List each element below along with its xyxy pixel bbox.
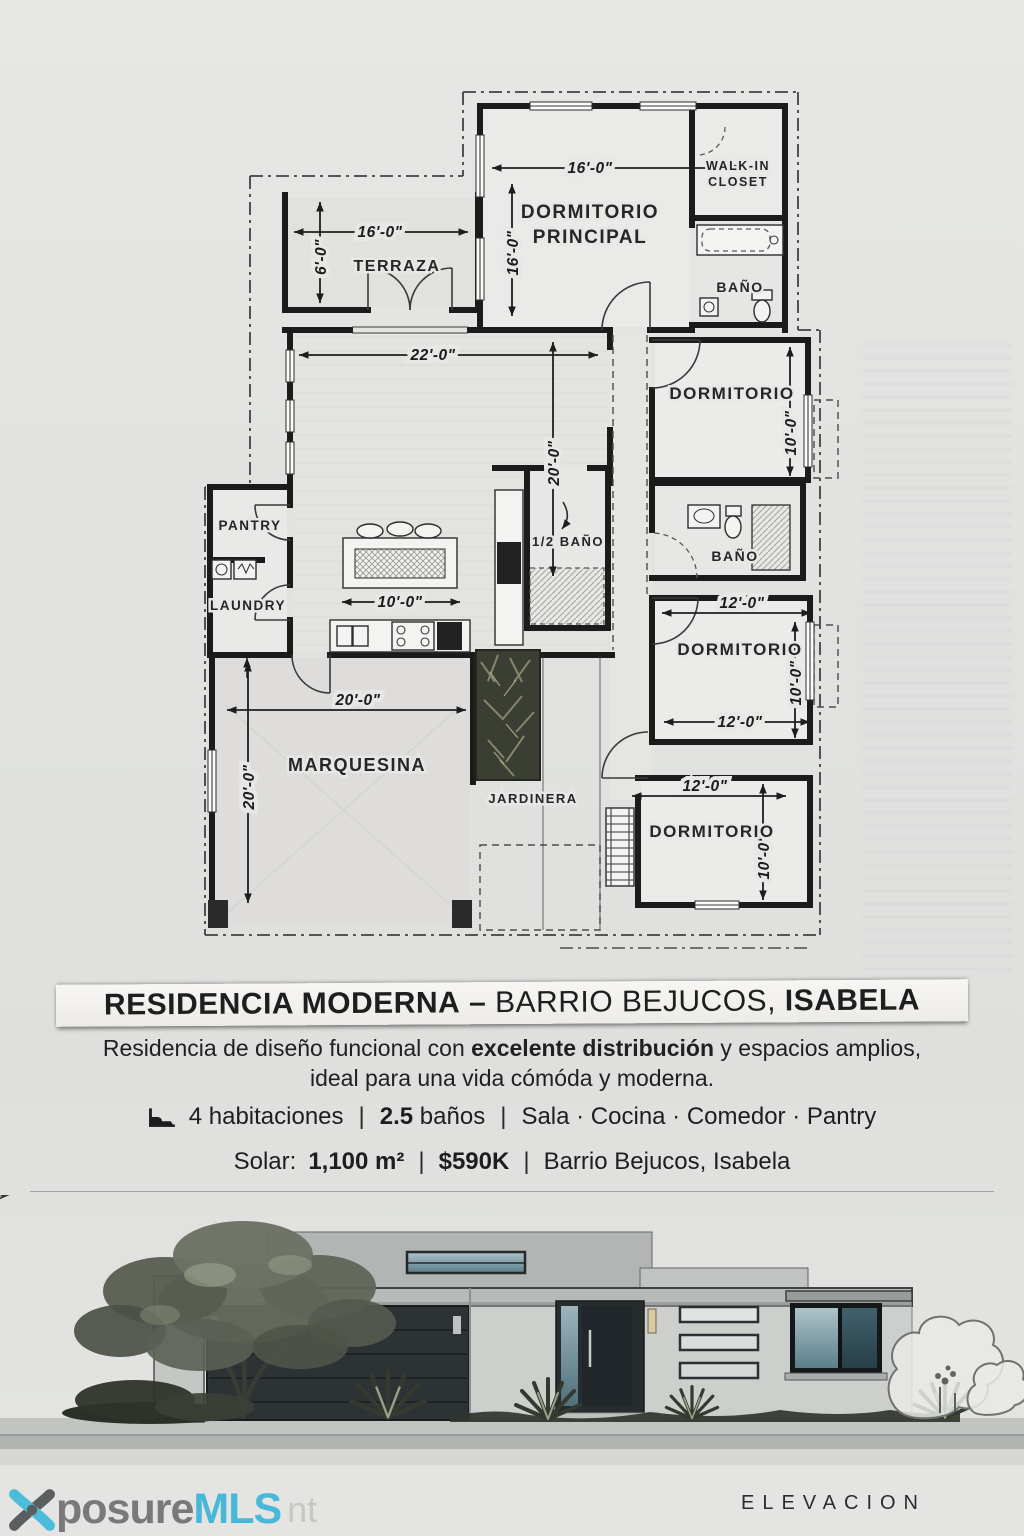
dim-sala-depth: 20'-0" <box>546 440 563 486</box>
divider-line <box>30 1191 994 1192</box>
room-label-dormitorio-2: DORMITORIO <box>669 384 794 403</box>
dim-dorm4-width: 12'-0" <box>682 778 727 795</box>
bathroom-fixtures <box>529 224 791 625</box>
dim-dp-width: 16'-0" <box>567 160 612 177</box>
room-label-laundry: LAUNDRY <box>210 598 286 613</box>
room-label-pantry: PANTRY <box>219 518 282 533</box>
feature-baths: 2.5 baños <box>379 1103 486 1130</box>
watermark-text-2: MLS <box>193 1485 282 1533</box>
dim-marquesina-width: 20'-0" <box>334 692 380 709</box>
floor-plan: 16'-0" 16'-0" 16'-0" 6'-0" 22'-0" 20'-0"… <box>204 91 839 949</box>
room-label-dormitorio-principal: DORMITORIO <box>521 202 659 223</box>
elevation-caption: ELEVACION <box>741 1492 926 1514</box>
laundry-appliances <box>211 559 257 580</box>
title-banner: RESIDENCIA MODERNA – BARRIO BEJUCOS, ISA… <box>55 979 969 1027</box>
pillars <box>208 900 472 928</box>
room-label-dormitorio-3: DORMITORIO <box>677 640 802 659</box>
windows <box>207 101 815 910</box>
svg-text:PRINCIPAL: PRINCIPAL <box>533 227 647 248</box>
dim-dorm4-depth: 10'-0" <box>756 834 773 879</box>
dim-dorm3-width-top: 12'-0" <box>719 595 764 612</box>
price: $590K <box>438 1148 510 1175</box>
svg-text:CLOSET: CLOSET <box>708 175 768 189</box>
kitchen-island <box>342 521 458 589</box>
sketch-shrubs <box>887 1315 1024 1420</box>
room-label-bano-principal: BAÑO <box>716 278 763 295</box>
room-labels: DORMITORIO PRINCIPAL WALK-IN CLOSET BAÑO… <box>208 157 804 844</box>
watermark-text-1: posure <box>56 1485 194 1533</box>
dim-marquesina-depth: 20'-0" <box>241 764 258 810</box>
slit-windows <box>678 1305 760 1380</box>
page-title: RESIDENCIA MODERNA <box>103 986 461 1022</box>
door-arcs <box>243 126 726 779</box>
paper-texture <box>862 340 1012 970</box>
watermark-ghost-text: nt <box>287 1488 318 1530</box>
description: Residencia de diseño funcional con excel… <box>102 1035 922 1092</box>
elevation-rendering <box>0 1195 1024 1465</box>
jardinera-planter <box>475 649 601 930</box>
solar-label: Solar: <box>233 1148 297 1175</box>
dimension-labels: 16'-0" 16'-0" 16'-0" 6'-0" 22'-0" 20'-0"… <box>237 156 809 884</box>
bed-icon <box>148 1108 175 1127</box>
xposure-butterfly-icon <box>9 1488 55 1531</box>
dim-terraza-depth: 6'-0" <box>313 239 330 275</box>
dim-terraza-width: 16'-0" <box>357 224 402 241</box>
kitchen-counters <box>329 489 524 653</box>
dim-dp-depth: 16'-0" <box>505 230 522 275</box>
room-label-walk-in-closet: WALK-IN <box>706 159 770 173</box>
features-row: 4 habitaciones | 2.5 baños | Sala · Coci… <box>0 1103 1024 1131</box>
stairs <box>605 807 635 887</box>
room-label-jardinera: JARDINERA <box>488 791 577 806</box>
dim-dorm2-depth: 10'-0" <box>783 410 800 455</box>
feature-spaces: Sala · Cocina · Comedor · Pantry <box>521 1103 877 1130</box>
room-label-terraza: TERRAZA <box>354 258 441 275</box>
dimension-lines <box>227 164 811 903</box>
dim-island: 10'-0" <box>377 594 422 611</box>
planting-bed <box>450 1410 960 1422</box>
wall-sconce <box>647 1308 657 1334</box>
dim-dorm3-width-bottom: 12'-0" <box>717 714 762 731</box>
agave-plant <box>0 1195 10 1199</box>
room-label-marquesina: MARQUESINA <box>288 755 426 775</box>
tree <box>74 1221 396 1421</box>
feature-bedrooms: 4 habitaciones <box>188 1103 344 1130</box>
room-label-bano-2: BAÑO <box>711 547 758 564</box>
room-label-half-bano: 1/2 BAÑO <box>532 534 604 549</box>
dim-sala-width: 22'-0" <box>409 347 455 364</box>
ground <box>0 1418 1024 1465</box>
picture-window <box>784 1303 888 1381</box>
dim-dorm3-depth: 10'-0" <box>788 660 805 705</box>
listing-row: Solar: 1,100 m² | $590K | Barrio Bejucos… <box>233 1148 791 1175</box>
solar-value: 1,100 m² <box>308 1148 405 1175</box>
room-label-dormitorio-4: DORMITORIO <box>649 822 774 841</box>
location: Barrio Bejucos, Isabela <box>543 1148 791 1175</box>
